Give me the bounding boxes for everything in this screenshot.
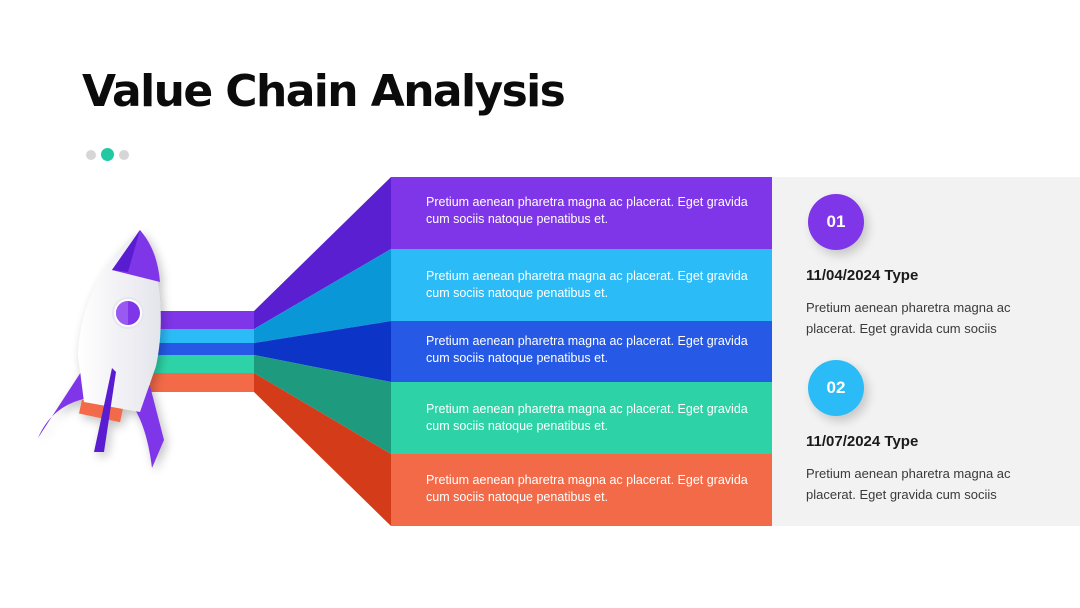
entry-body-2: Pretium aenean pharetra magna ac placera… bbox=[806, 466, 1011, 502]
funnel-fan-5 bbox=[254, 373, 391, 526]
pager-dot-2[interactable] bbox=[101, 148, 114, 161]
band-text-5: Pretium aenean pharetra magna ac placera… bbox=[426, 473, 748, 504]
step-badge-2: 02 bbox=[808, 360, 864, 416]
pager-dot-3[interactable] bbox=[119, 149, 129, 160]
entry-body-1: Pretium aenean pharetra magna ac placera… bbox=[806, 300, 1011, 336]
value-band-2 bbox=[391, 249, 772, 321]
step-badge-1: 01 bbox=[808, 194, 864, 250]
value-bands bbox=[391, 177, 772, 526]
band-text-1: Pretium aenean pharetra magna ac placera… bbox=[426, 195, 748, 226]
pager-dots bbox=[86, 148, 129, 161]
page-title: Value Chain Analysis bbox=[82, 66, 566, 117]
funnel-fan-2 bbox=[254, 249, 391, 343]
value-band-1 bbox=[391, 177, 772, 249]
band-text-2: Pretium aenean pharetra magna ac placera… bbox=[426, 269, 748, 300]
entry-heading-1: 11/04/2024 Type bbox=[806, 267, 919, 284]
pager-dot-1[interactable] bbox=[86, 149, 96, 160]
funnel-fan-4 bbox=[254, 355, 391, 454]
exhaust-stripe-5 bbox=[150, 373, 254, 392]
exhaust-stripe-3 bbox=[150, 343, 254, 355]
band-text-3: Pretium aenean pharetra magna ac placera… bbox=[426, 334, 748, 365]
exhaust-stripe-4 bbox=[150, 355, 254, 373]
value-band-4 bbox=[391, 382, 772, 454]
funnel-fans bbox=[254, 177, 391, 526]
exhaust-stripe-2 bbox=[150, 329, 254, 343]
funnel-fan-1 bbox=[254, 177, 391, 329]
value-band-3 bbox=[391, 321, 772, 382]
band-text-4: Pretium aenean pharetra magna ac placera… bbox=[426, 402, 748, 433]
value-band-5 bbox=[391, 454, 772, 526]
exhaust-stripe-1 bbox=[150, 311, 254, 329]
exhaust-stripes bbox=[150, 311, 254, 392]
entry-heading-2: 11/07/2024 Type bbox=[806, 433, 919, 450]
rocket-icon bbox=[38, 230, 164, 468]
funnel-fan-3 bbox=[254, 321, 391, 382]
